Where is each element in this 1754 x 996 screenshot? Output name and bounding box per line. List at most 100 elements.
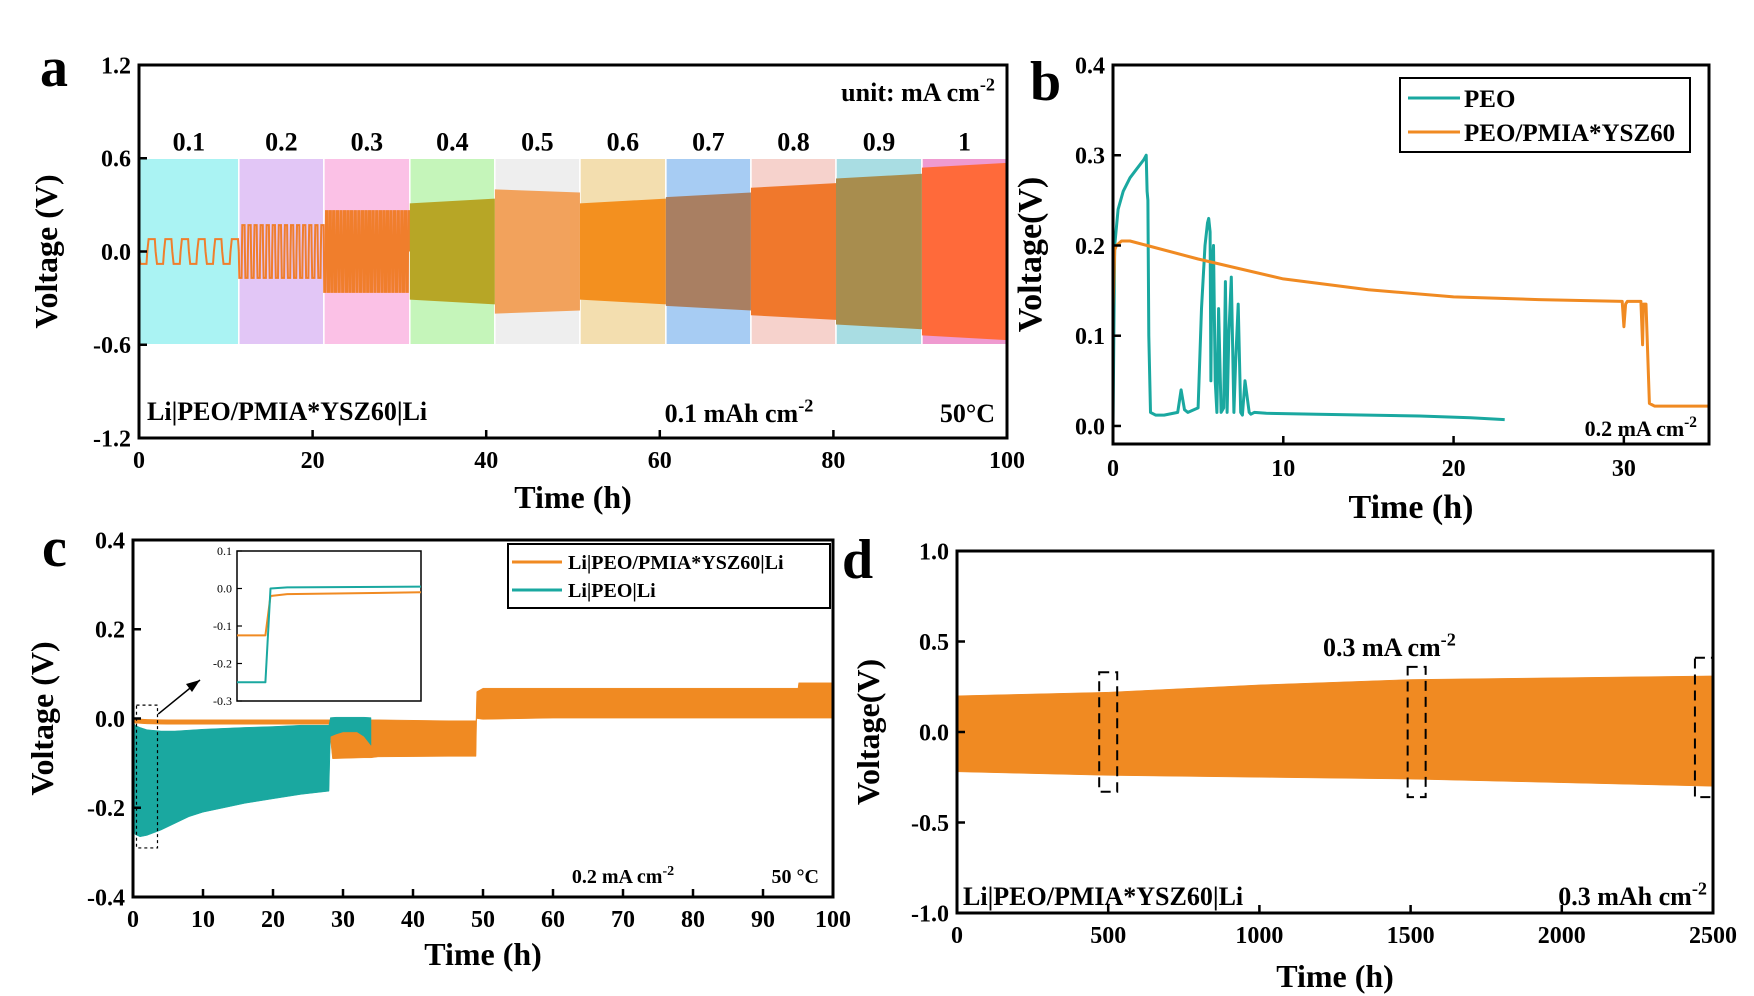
current-density-label: 0.5 [521,127,554,156]
x-tick-label: 0 [951,923,963,949]
inset-y-tick-label: 0.0 [217,582,232,596]
zoom-arrowhead [186,680,200,692]
y-tick-label: 1.0 [919,539,949,565]
inset-y-tick-label: -0.2 [213,657,232,671]
x-tick-label: 60 [648,448,672,474]
y-axis-label: Voltage(V) [850,659,886,805]
capacity-label-superscript: -2 [1692,879,1707,899]
current-density-label: 0.1 [173,127,206,156]
x-tick-label: 2000 [1538,923,1586,949]
y-tick-label: 0.0 [95,707,125,733]
x-tick-label: 20 [301,448,325,474]
y-tick-label: 0.6 [101,147,131,173]
current-label: 0.3 mA cm-2 [1323,630,1456,662]
inset-chart: 0.10.0-0.1-0.2-0.3 [213,544,422,708]
y-tick-label: 0.1 [1075,324,1105,350]
legend-frame [507,543,831,609]
temperature-label: 50°C [940,399,995,428]
current-label-text: 0.2 mA cm [1585,416,1685,441]
capacity-label-text: 0.1 mAh cm [665,399,799,428]
inset-frame [236,550,422,702]
zoom-region-box [135,704,159,849]
unit-note-superscript: -2 [980,75,995,95]
current-density-label: 0.2 [265,127,298,156]
x-tick-label: 2500 [1689,923,1737,949]
y-tick-label: -1.2 [93,426,131,452]
y-tick-label: -1.0 [911,901,949,927]
capacity-label-text: 0.3 mAh cm [1558,882,1692,911]
legend-entry: Li|PEO/PMIA*YSZ60|Li [568,552,784,574]
x-tick-label: 10 [1271,456,1295,482]
current-label-text: 0.3 mA cm [1323,633,1441,662]
voltage-trace [138,238,240,265]
voltage-band [750,183,837,320]
current-label-superscript: -2 [1684,414,1697,431]
y-tick-label: -0.6 [93,333,131,359]
inset-y-tick-label: 0.1 [217,544,232,558]
legend-entry: PEO/PMIA*YSZ60 [1464,120,1675,147]
x-axis-label: Time (h) [1276,958,1394,994]
x-tick-label: 0 [127,907,139,933]
voltage-band [494,189,580,314]
x-tick-label: 40 [474,448,498,474]
y-tick-label: -0.4 [87,885,125,911]
series-line [1111,153,1505,427]
y-tick-label: 0.2 [95,618,125,644]
x-tick-label: 100 [815,907,851,933]
unit-note-text: unit: mA cm [841,78,980,107]
x-tick-label: 30 [1612,456,1636,482]
x-axis-label: Time (h) [1349,489,1474,526]
current-density-label: 0.3 [351,127,384,156]
current-density-label: 0.4 [436,127,469,156]
voltage-trace [237,224,325,279]
y-axis-label: Voltage (V) [24,641,60,795]
panel-letter-a: a [40,37,68,99]
y-tick-label: 0.0 [919,720,949,746]
y-tick-label: 0.4 [95,528,125,554]
current-label-text: 0.2 mA cm [572,866,663,888]
capacity-label-superscript: -2 [798,396,813,416]
y-tick-label: 1.2 [101,53,131,79]
inset-y-tick-label: -0.3 [213,694,232,708]
x-tick-label: 10 [191,907,215,933]
voltage-band [956,675,1714,787]
voltage-trace [322,210,411,293]
x-tick-label: 70 [611,907,635,933]
zoom-box [1098,671,1119,793]
current-density-label: 0.6 [607,127,640,156]
panel-letter-c: c [42,517,67,579]
voltage-band [836,173,922,330]
y-tick-label: 0.0 [101,240,131,266]
x-tick-label: 0 [133,448,145,474]
temperature-label: 50 °C [772,866,819,888]
current-density-label: 1 [958,127,971,156]
legend: PEO PEO/PMIA*YSZ60 [1399,77,1691,153]
x-tick-label: 50 [471,907,495,933]
y-tick-label: 0.5 [919,630,949,656]
x-axis-label: Time (h) [424,936,542,972]
y-tick-label: 0.3 [1075,144,1105,170]
current-label: 0.2 mA cm-2 [1585,414,1698,441]
current-density-label: 0.7 [692,127,725,156]
y-axis-label: Voltage (V) [28,174,64,328]
x-axis-label: Time (h) [514,479,632,515]
x-tick-label: 100 [989,448,1025,474]
x-tick-label: 500 [1090,923,1126,949]
legend-entry: PEO [1464,86,1515,113]
voltage-band [665,192,751,311]
x-tick-label: 80 [681,907,705,933]
current-label-superscript: -2 [1441,630,1456,650]
series-line [1111,239,1709,408]
y-tick-label: 0.0 [1075,414,1105,440]
x-tick-label: 40 [401,907,425,933]
voltage-band [409,198,495,305]
y-tick-label: 0.4 [1075,53,1105,79]
x-tick-label: 1500 [1387,923,1435,949]
legend-frame [1399,77,1691,153]
